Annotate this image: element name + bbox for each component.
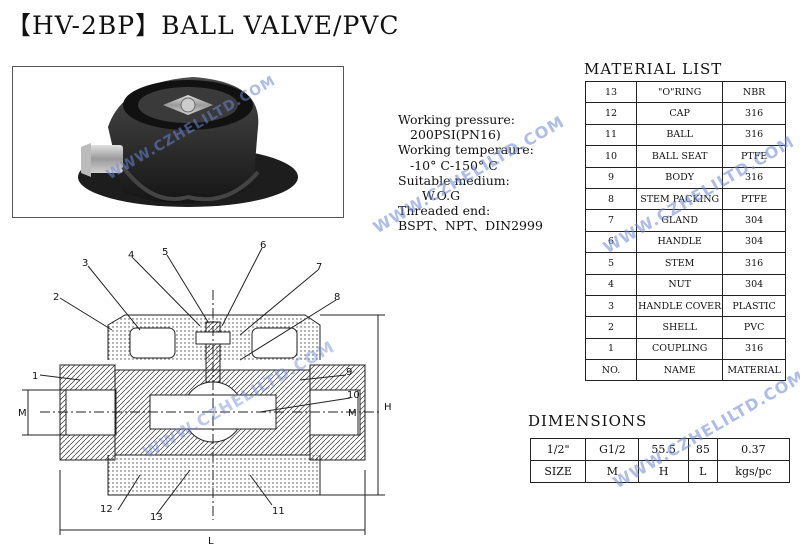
dim-label: M	[585, 460, 640, 483]
dim-l: L	[208, 536, 214, 547]
pressure-label: Working pressure:	[398, 112, 515, 127]
dimensions-table: 1/2" G1/2 55.5 85 0.37 SIZE M H L kgs/pc	[529, 438, 791, 483]
material-name-cell: HANDLE	[636, 230, 724, 254]
material-name-cell: BALL SEAT	[636, 145, 724, 168]
material-name-cell: HANDLE COVER	[636, 294, 724, 318]
dim-label: kgs/pc	[716, 460, 791, 483]
material-no-cell: 3	[584, 294, 638, 318]
material-name-cell: NUT	[636, 273, 724, 296]
dim-h: H	[384, 402, 392, 413]
callout-7: 7	[316, 262, 322, 273]
dim-m-right: M	[348, 408, 357, 419]
material-no-cell: NO.	[584, 359, 638, 382]
material-material-cell: MATERIAL	[722, 359, 786, 382]
dimensions-title: DIMENSIONS	[528, 412, 648, 430]
cross-section-drawing: 1 2 3 4 5 6 7 8 9 10 11 12 13 M M H L	[18, 240, 392, 547]
dim-label: SIZE	[529, 460, 587, 483]
pressure-value: 200PSI(PN16)	[410, 127, 501, 143]
temperature-label: Working temperaure:	[398, 142, 534, 158]
dim-value: G1/2	[585, 438, 640, 461]
material-material-cell: PVC	[722, 316, 786, 339]
material-material-cell: 316	[722, 337, 786, 361]
material-no-cell: 2	[584, 316, 638, 339]
callout-11: 11	[272, 506, 285, 517]
material-material-cell: 304	[722, 230, 786, 254]
spec-block: Working pressure:200PSI(PN16)Working tem…	[398, 112, 543, 234]
material-name-cell: "O"RING	[636, 80, 724, 104]
material-material-cell: 304	[722, 209, 786, 232]
product-photo	[12, 66, 344, 218]
material-name-cell: STEM	[636, 252, 724, 275]
material-name-cell: NAME	[636, 359, 724, 382]
callout-2: 2	[53, 292, 59, 303]
thread-value: BSPT、NPT、DIN2999	[398, 218, 543, 234]
material-material-cell: 316	[722, 252, 786, 275]
material-material-cell: NBR	[722, 80, 786, 104]
material-no-cell: 12	[584, 102, 638, 125]
dimensions-labels-row: SIZE M H L kgs/pc	[529, 460, 791, 483]
dim-label: L	[687, 460, 718, 483]
material-no-cell: 11	[584, 123, 638, 147]
material-no-cell: 8	[584, 187, 638, 211]
material-name-cell: SHELL	[636, 316, 724, 339]
callout-10: 10	[347, 390, 360, 401]
material-name-cell: BALL	[636, 123, 724, 147]
dim-value: 0.37	[716, 438, 791, 461]
material-no-cell: 10	[584, 145, 638, 168]
material-no-cell: 13	[584, 80, 638, 104]
dim-value: 1/2"	[529, 438, 587, 461]
dim-label: H	[638, 460, 689, 483]
material-material-cell: PLASTIC	[722, 294, 786, 318]
page-title: 【HV-2BP】BALL VALVE/PVC	[6, 11, 400, 40]
callout-3: 3	[82, 258, 88, 269]
callout-4: 4	[128, 250, 134, 261]
material-no-cell: 4	[584, 273, 638, 296]
material-list-title: MATERIAL LIST	[584, 60, 723, 78]
callout-5: 5	[162, 247, 168, 258]
material-material-cell: PTFE	[722, 187, 786, 211]
callout-6: 6	[260, 240, 266, 251]
material-no-cell: 1	[584, 337, 638, 361]
dim-m-left: M	[18, 408, 27, 419]
callout-12: 12	[100, 504, 113, 515]
callout-1: 1	[32, 371, 38, 382]
material-material-cell: 304	[722, 273, 786, 296]
material-name-cell: COUPLING	[636, 337, 724, 361]
material-no-cell: 9	[584, 166, 638, 189]
temperature-value: -10° C-150° C	[410, 157, 498, 173]
callout-9: 9	[346, 367, 352, 378]
thread-label: Threaded end:	[398, 203, 491, 219]
medium-label: Suitable medium:	[398, 172, 510, 188]
callout-8: 8	[334, 292, 340, 303]
material-name-cell: CAP	[636, 102, 724, 125]
material-material-cell: 316	[722, 102, 786, 125]
callout-13: 13	[150, 512, 163, 523]
medium-value: W.O.G	[422, 188, 461, 204]
